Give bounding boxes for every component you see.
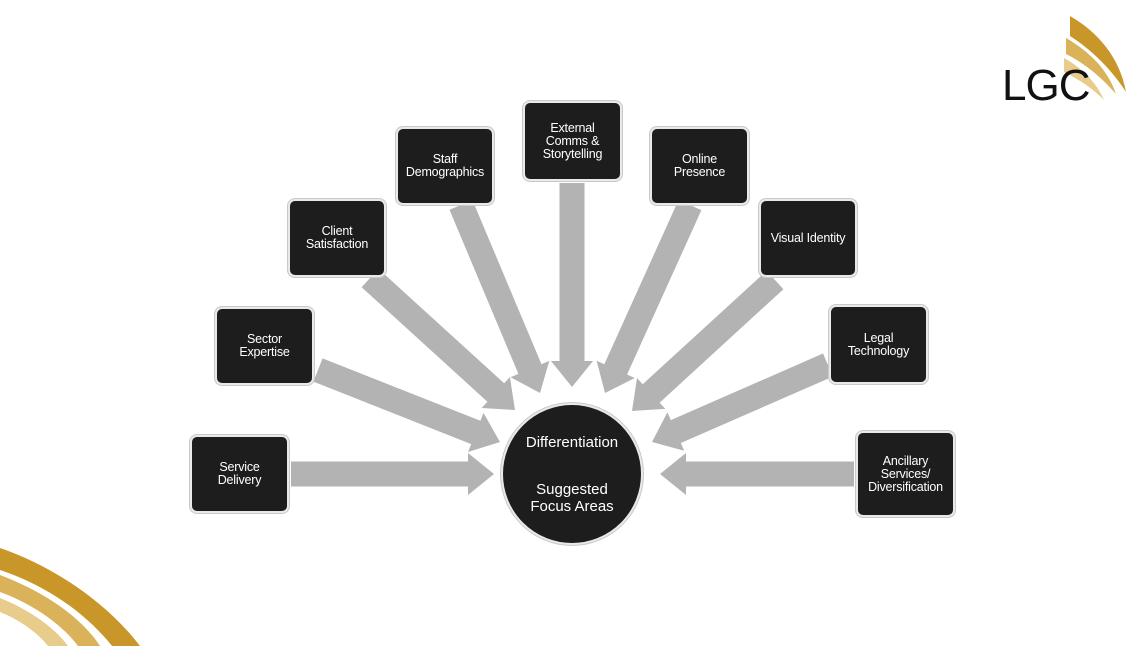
node-ancillary-services: Ancillary Services/ Diversification [856, 431, 955, 517]
arrow-sector-expertise [313, 358, 500, 452]
gold-swoosh-logo-1 [1070, 16, 1126, 92]
node-external-comms: External Comms & Storytelling [523, 101, 622, 181]
node-online-presence: Online Presence [650, 127, 749, 205]
arrow-staff-demographics [449, 200, 550, 393]
gold-swoosh-decoration [0, 16, 1126, 646]
gold-swoosh-logo-2 [1066, 38, 1116, 94]
node-staff-demographics: Staff Demographics [396, 127, 494, 205]
hub-subtitle: Suggested Focus Areas [530, 481, 614, 515]
arrow-ancillary-services [660, 453, 854, 495]
lgc-logo: LGC [1002, 61, 1090, 110]
node-client-satisfaction: Client Satisfaction [288, 199, 386, 277]
node-legal-technology: Legal Technology [829, 305, 928, 384]
gold-swoosh-bottom-3 [0, 598, 68, 646]
arrow-service-delivery [291, 453, 494, 495]
hub-circle: Differentiation Suggested Focus Areas [501, 403, 643, 545]
arrow-external-comms [551, 183, 593, 387]
arrow-layer [291, 183, 854, 495]
node-visual-identity: Visual Identity [759, 199, 857, 277]
arrow-legal-technology [652, 353, 833, 451]
node-service-delivery: Service Delivery [190, 435, 289, 513]
gold-swoosh-logo-3 [1064, 58, 1104, 100]
hub-title: Differentiation [525, 434, 619, 451]
arrow-online-presence [596, 199, 702, 393]
gold-swoosh-bottom-1 [0, 548, 140, 646]
arrow-visual-identity [632, 270, 784, 411]
arrow-client-satisfaction [361, 268, 515, 410]
gold-swoosh-bottom-2 [0, 575, 100, 646]
node-sector-expertise: Sector Expertise [215, 307, 314, 385]
